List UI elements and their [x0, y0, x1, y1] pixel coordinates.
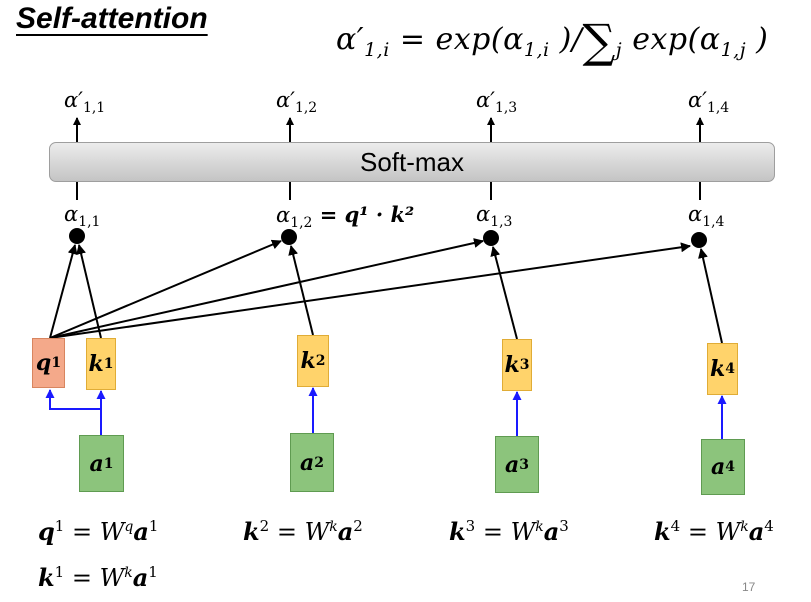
a1-to-q1-arrow — [45, 389, 102, 435]
formula-rhs-sub: 1,j — [720, 39, 747, 61]
equation-k1: k1 = Wka1 — [38, 563, 158, 592]
softmax-formula: α′1,i = exp(α1,i )/∑j exp(α1,j ) — [336, 14, 768, 68]
dot-product-node-4 — [691, 232, 707, 248]
slide-title: Self-attention — [16, 2, 208, 35]
score-label-2: α1,2 = q¹ · k² — [276, 202, 415, 232]
formula-eq: = exp(α — [389, 22, 524, 57]
page-number: 17 — [742, 580, 756, 594]
sum-sub: j — [615, 39, 623, 61]
formula-lhs-sub: 1,i — [364, 39, 390, 61]
formula-div: )/ — [549, 22, 583, 57]
equation-k3: k3 = Wka3 — [449, 517, 569, 546]
q1-arrow-4 — [49, 242, 691, 339]
equation-q1: q1 = Wqa1 — [38, 517, 159, 546]
softmax-layer: Soft-max — [49, 142, 775, 182]
q1-arrow-3 — [49, 238, 484, 339]
formula-mid-sub: 1,i — [523, 39, 550, 61]
k4-arrow — [698, 248, 723, 344]
dot-product-node-2 — [281, 229, 297, 245]
q1-arrow-2 — [49, 239, 282, 339]
q1-arrow-1 — [49, 244, 78, 339]
k2-arrow — [288, 245, 314, 336]
k1-arrow — [76, 244, 102, 339]
score-label-1: α1,1 — [64, 202, 101, 231]
output-label-4: α′1,4 — [688, 88, 730, 117]
output-label-3: α′1,3 — [476, 88, 518, 117]
dot-product-node-3 — [483, 230, 499, 246]
formula-end: ) — [746, 22, 769, 57]
score-label-4: α1,4 — [688, 202, 725, 231]
equation-k4: k4 = Wka4 — [654, 517, 774, 546]
equation-k2: k2 = Wka2 — [243, 517, 363, 546]
formula-rhs: exp(α — [622, 22, 721, 57]
k3-arrow — [490, 246, 518, 340]
dot-product-node-1 — [69, 228, 85, 244]
output-label-2: α′1,2 — [276, 88, 318, 117]
sum-symbol: ∑ — [582, 14, 616, 68]
output-label-1: α′1,1 — [64, 88, 106, 117]
score-equation: = q¹ · k² — [312, 202, 415, 227]
score-label-3: α1,3 — [476, 202, 513, 231]
formula-lhs: α′ — [336, 22, 365, 57]
